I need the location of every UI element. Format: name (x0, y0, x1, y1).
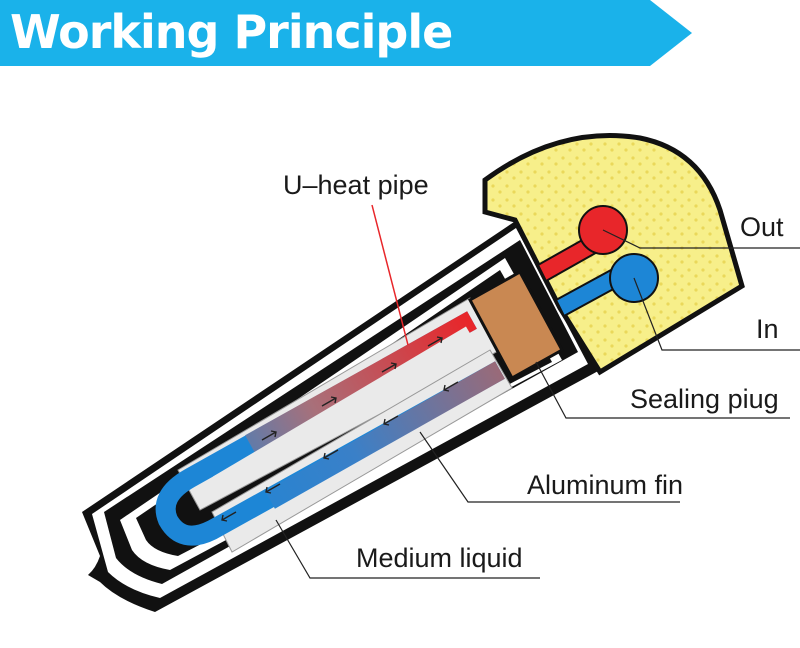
u-heat-pipe (155, 311, 505, 546)
label-medium-liquid: Medium liquid (356, 543, 523, 573)
manifold-foam (482, 133, 745, 376)
label-heat-pipe: U–heat pipe (283, 170, 429, 200)
banner-arrow-shape (0, 0, 692, 66)
label-aluminum-fin: Aluminum fin (527, 470, 684, 500)
label-in: In (756, 314, 779, 344)
label-out: Out (740, 212, 784, 242)
page-title: Working Principle (10, 5, 453, 59)
title-banner (0, 0, 692, 66)
label-sealing-plug: Sealing piug (630, 384, 779, 414)
leader-lines (275, 204, 800, 579)
sealing-plug (467, 269, 565, 381)
